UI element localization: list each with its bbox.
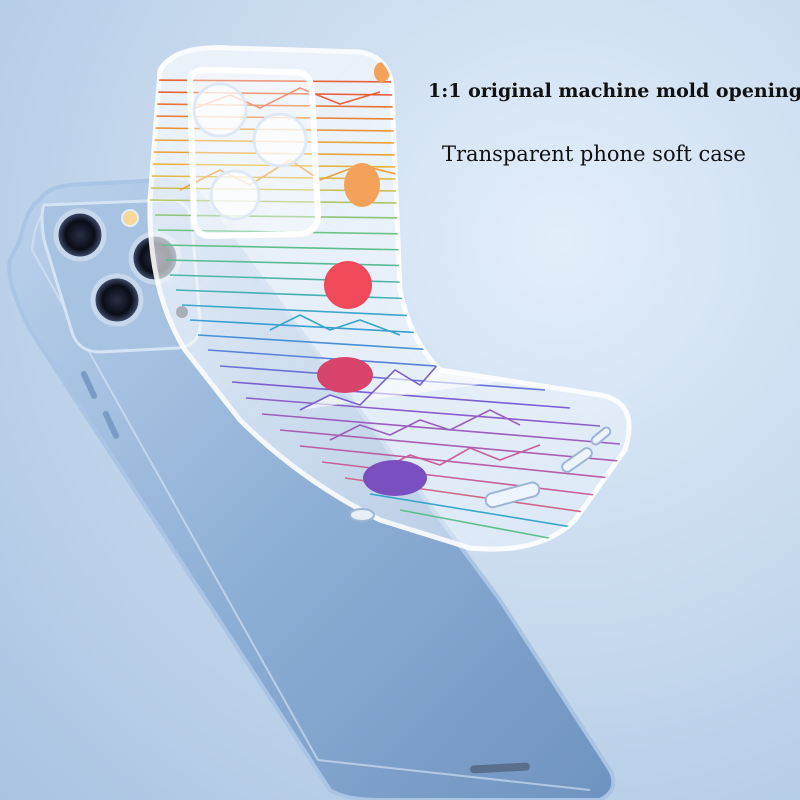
volume-button (80, 371, 98, 399)
clear-case (147, 45, 632, 552)
sun-dot (324, 261, 372, 309)
headline-text: 1:1 original machine mold opening (428, 80, 800, 102)
sun-dot (317, 357, 373, 393)
sun-dot (363, 460, 427, 496)
volume-button (102, 411, 120, 439)
camera-lens-icon (90, 273, 144, 327)
subline-text: Transparent phone soft case (442, 142, 746, 166)
flash-icon (121, 209, 139, 227)
sun-dot (374, 62, 390, 82)
sun-dot (344, 163, 380, 207)
camera-lens-icon (53, 208, 107, 262)
